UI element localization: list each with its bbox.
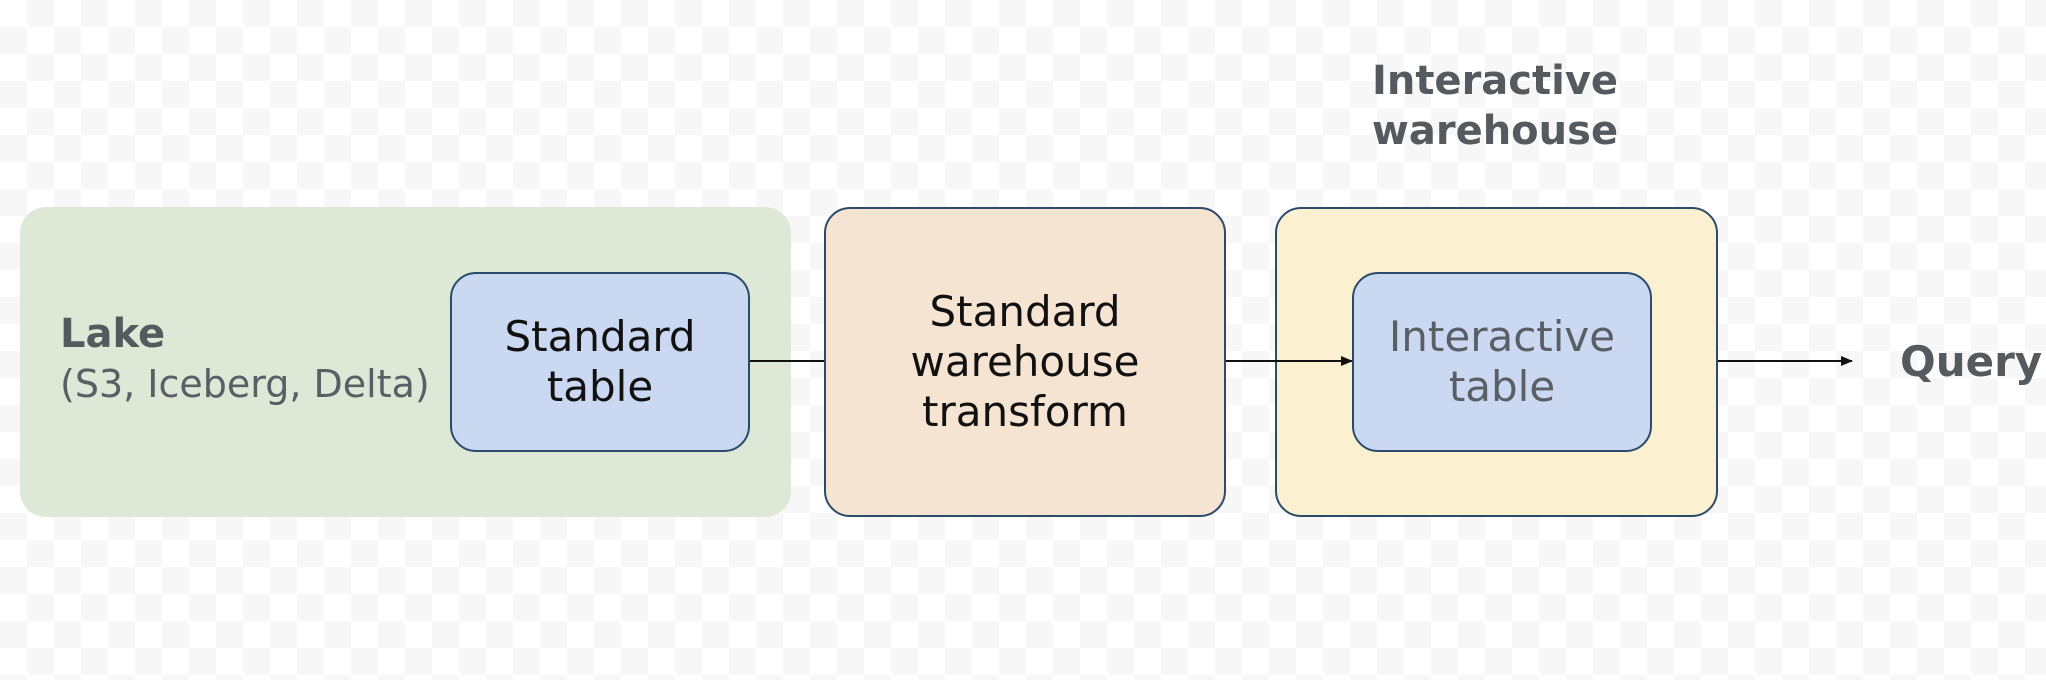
interactive-warehouse-title: Interactive warehouse [1330, 56, 1660, 156]
interactive-table-label-line2: table [1448, 362, 1556, 411]
interactive-warehouse-title-line1: Interactive [1371, 58, 1619, 104]
query-label: Query [1900, 337, 2043, 386]
warehouse-transform-label-line2: warehouse [910, 337, 1140, 386]
interactive-table-node: Interactive table [1352, 272, 1652, 452]
warehouse-transform-node: Standard warehouse transform [824, 207, 1226, 517]
interactive-warehouse-title-line2: warehouse [1371, 108, 1619, 154]
warehouse-transform-label-line1: Standard [929, 287, 1121, 336]
interactive-table-label-line1: Interactive [1388, 312, 1616, 361]
lake-subtitle: (S3, Iceberg, Delta) [60, 362, 430, 406]
warehouse-transform-label-line3: transform [922, 387, 1128, 436]
warehouse-transform-label: Standard warehouse transform [826, 287, 1224, 437]
interactive-table-label: Interactive table [1354, 312, 1650, 412]
standard-table-label-line1: Standard [504, 312, 696, 361]
standard-table-node: Standard table [450, 272, 750, 452]
standard-table-label: Standard table [452, 312, 748, 412]
standard-table-label-line2: table [546, 362, 654, 411]
lake-title: Lake [60, 311, 166, 357]
